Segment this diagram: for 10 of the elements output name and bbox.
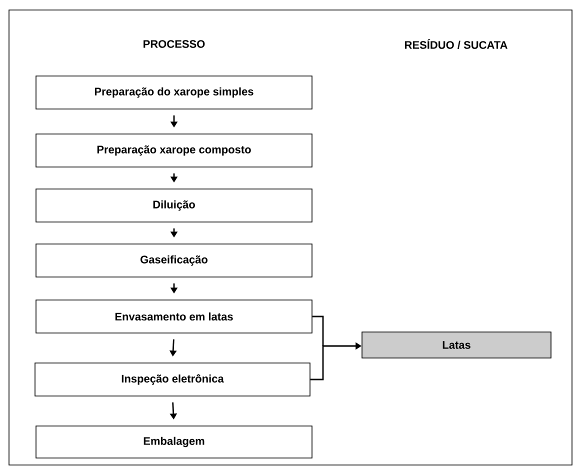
process-box: Inspeção eletrônica [34,362,310,396]
column-heading: PROCESSO [144,40,205,48]
process-box: Embalagem [36,426,312,458]
process-box: Envasamento em latas [36,300,312,334]
process-box: Diluição [36,188,312,222]
column-heading: RESÍDUO / SUCATA [405,39,508,49]
process-box: Gaseificação [36,244,312,278]
process-box: Preparação xarope composto [36,134,312,168]
process-box: Preparação do xarope simples [36,76,312,110]
waste-box: Latas [362,332,552,358]
